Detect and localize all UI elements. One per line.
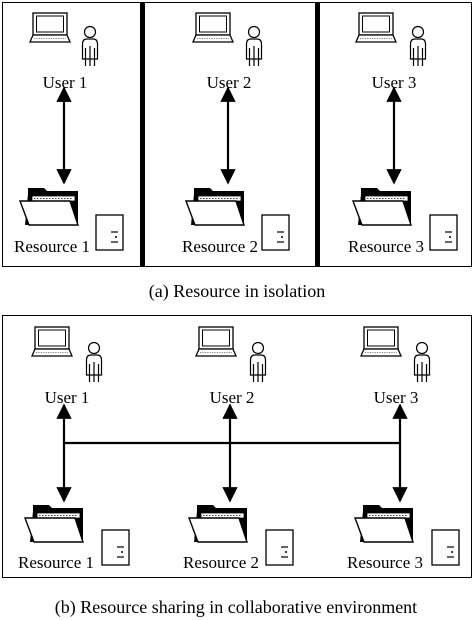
panel-a-server-icon-3 [429,214,458,251]
panel-b-person-icon-2 [249,341,267,383]
panel-a-resource-1-label: Resource 1 [13,237,91,256]
panel-b-server-icon-1 [101,529,130,566]
panel-a-server-icon-2 [261,214,290,251]
panel-b-person-icon-3 [413,341,431,383]
panel-b-frame [2,315,472,578]
panel-a-caption: (a) Resource in isolation [148,281,326,301]
panel-a-person-icon-3 [409,25,427,67]
panel-b-folder-icon-2 [188,504,248,543]
panel-a-user-2-label: User 2 [206,73,252,92]
panel-a-frame [2,2,472,267]
panel-a-folder-icon-2 [185,187,245,226]
panel-a-user-1-label: User 1 [42,73,88,92]
panel-b-person-icon-1 [85,341,103,383]
panel-a-resource-2-label: Resource 2 [181,237,259,256]
panel-a-person-icon-1 [81,25,99,67]
panel-b-server-icon-2 [265,529,294,566]
panel-a-laptop-icon-1 [29,12,71,43]
panel-b-user-1-label: User 1 [44,388,90,407]
panel-b-laptop-icon-2 [195,326,237,357]
panel-b-server-icon-3 [431,529,460,566]
panel-a-divider-2 [315,2,320,267]
panel-b-laptop-icon-1 [31,326,73,357]
panel-b-folder-icon-3 [354,504,414,543]
panel-a-laptop-icon-2 [192,12,234,43]
panel-a-folder-icon-3 [352,187,412,226]
panel-a-divider-1 [140,2,145,267]
panel-b-resource-1-label: Resource 1 [17,553,95,572]
panel-b-caption: (b) Resource sharing in collaborative en… [54,597,418,617]
panel-b-user-2-label: User 2 [209,388,255,407]
panel-a-server-icon-1 [95,214,124,251]
panel-a-laptop-icon-3 [355,12,397,43]
panel-b-folder-icon-1 [24,504,84,543]
panel-a-folder-icon-1 [19,187,79,226]
panel-b-user-3-label: User 3 [373,388,419,407]
panel-b-resource-2-label: Resource 2 [182,553,260,572]
panel-a-resource-3-label: Resource 3 [347,237,425,256]
panel-b-laptop-icon-3 [360,326,402,357]
panel-b-resource-3-label: Resource 3 [346,553,424,572]
panel-a-person-icon-2 [245,25,263,67]
panel-a-user-3-label: User 3 [371,73,417,92]
